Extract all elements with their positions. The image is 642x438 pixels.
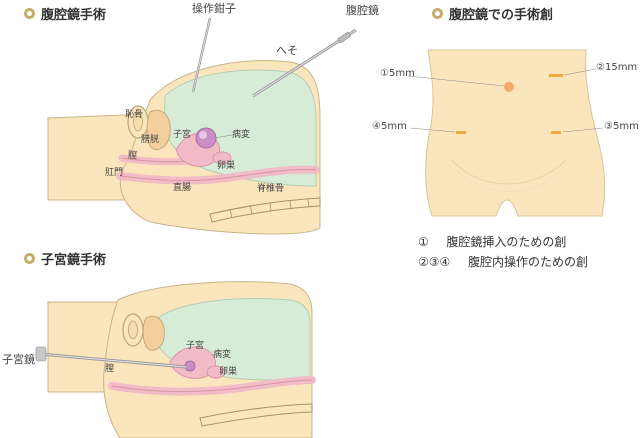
heading-hysteroscopy: 子宮鏡手術 [24, 249, 106, 268]
legend-line-1: ① 腹腔鏡挿入のための創 [418, 233, 566, 250]
label-wound-2: ②15mm [596, 62, 638, 73]
bullet-icon [24, 8, 35, 19]
incision-4 [456, 131, 466, 134]
label-navel: へそ [276, 44, 298, 57]
label-wound-3: ③5mm [604, 121, 639, 132]
lesion [195, 127, 217, 149]
bladder-2 [142, 315, 165, 351]
bullet-icon [432, 8, 443, 19]
label-uterus-2: 子宮 [186, 341, 205, 351]
navel-incision [504, 82, 514, 92]
bladder [146, 109, 171, 150]
spine [209, 197, 321, 223]
ovary-2 [206, 365, 226, 379]
label-lesion: 病変 [232, 130, 251, 140]
label-pubic-bone: 恥骨 [125, 110, 144, 120]
label-anus: 肛門 [105, 168, 124, 178]
label-hysteroscope: 子宮鏡 [2, 353, 35, 366]
heading-hysteroscopy-text: 子宮鏡手術 [41, 253, 107, 268]
incision-3 [551, 131, 561, 134]
label-laparoscope: 腹腔鏡 [346, 4, 379, 17]
spine-2 [199, 403, 313, 427]
lesion-2 [184, 360, 196, 372]
label-wound-4: ④5mm [372, 121, 407, 132]
bullet-icon [24, 253, 35, 264]
heading-wounds: 腹腔鏡での手術創 [432, 4, 553, 23]
ovary [212, 151, 232, 165]
label-rectum: 直腸 [173, 183, 192, 193]
label-vagina-2: 膣 [105, 364, 115, 374]
label-lesion-2: 病変 [213, 350, 232, 360]
legend-num-2: ②③④ [418, 255, 451, 269]
heading-laparoscopy: 腹腔鏡手術 [24, 4, 106, 23]
legend-num-1: ① [418, 235, 429, 249]
label-uterus: 子宮 [173, 130, 192, 140]
heading-laparoscopy-text: 腹腔鏡手術 [41, 8, 107, 23]
incision-2 [549, 74, 563, 77]
label-wound-1: ①5mm [380, 68, 415, 79]
legend-text-2: 腹腔内操作のための創 [467, 255, 588, 269]
label-ovary-2: 卵巣 [219, 367, 238, 377]
heading-wounds-text: 腹腔鏡での手術創 [449, 8, 554, 23]
label-vagina: 膣 [128, 151, 138, 161]
label-bladder: 膀胱 [141, 135, 160, 145]
legend-line-2: ②③④ 腹腔内操作のための創 [418, 253, 588, 270]
legend-text-1: 腹腔鏡挿入のための創 [446, 235, 567, 249]
label-ovary: 卵巣 [217, 161, 236, 171]
label-spine: 脊椎骨 [257, 184, 285, 194]
label-forceps: 操作鉗子 [192, 2, 236, 15]
